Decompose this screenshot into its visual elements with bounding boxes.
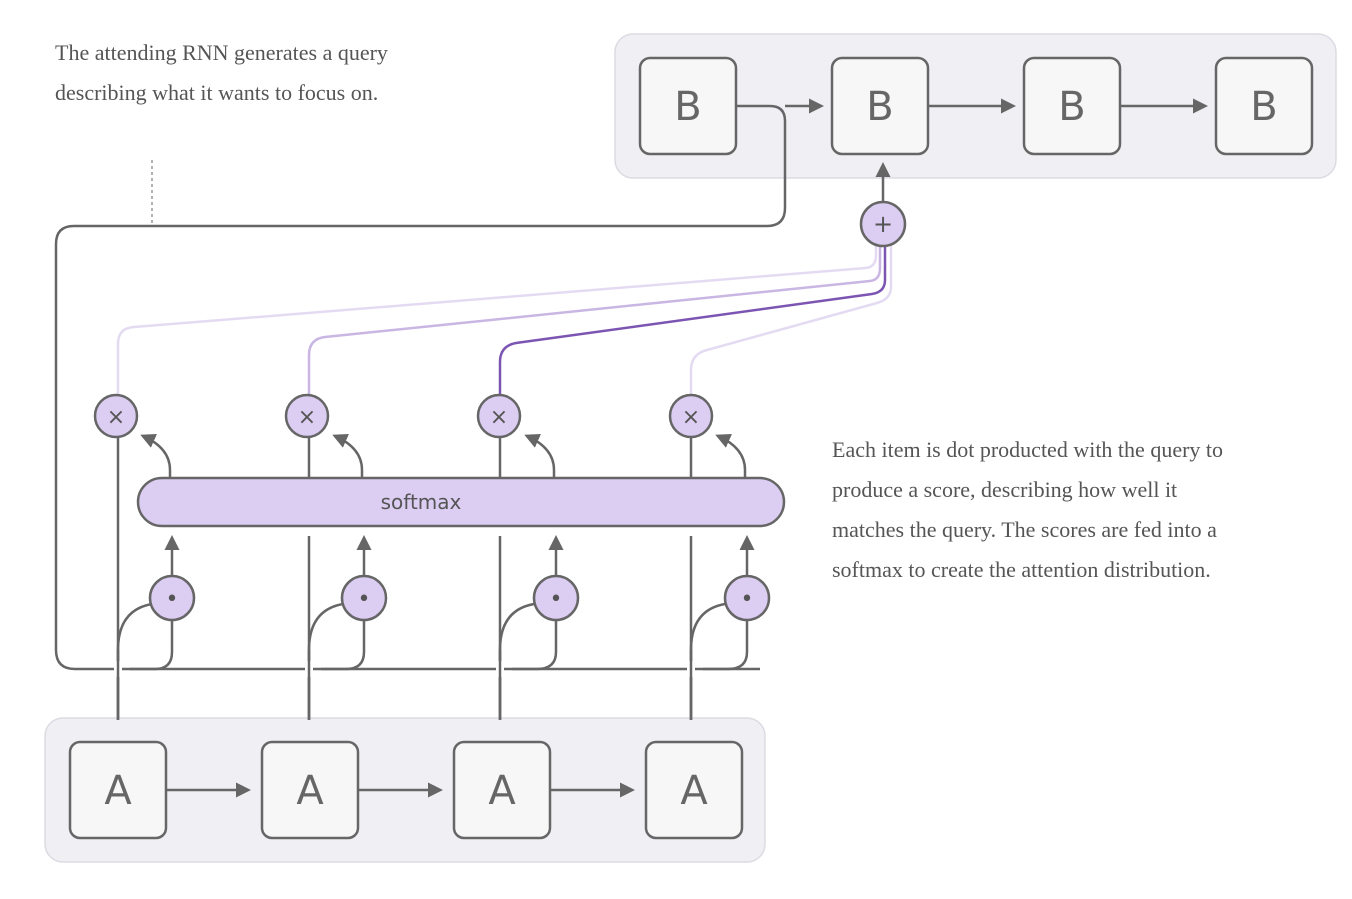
multiply-symbol-1: ×: [107, 405, 125, 430]
dot-symbol-4: •: [741, 587, 754, 612]
encoder-cell-label-4: A: [680, 768, 708, 814]
multiply-node-4: [668, 393, 714, 439]
decoder-cell-4: [1214, 56, 1314, 156]
softmax-to-multiply-arrows: [140, 434, 747, 478]
encoder-cell-label-3: A: [488, 768, 516, 814]
multiply-symbol-2: ×: [298, 405, 316, 430]
sum-node: [859, 200, 907, 248]
encoder-cell-4: [644, 740, 744, 840]
softmax-bar: [136, 476, 786, 528]
softmax-label: softmax: [381, 490, 462, 514]
dot-symbol-2: •: [358, 587, 371, 612]
dot-nodes: • • • •: [148, 574, 771, 622]
encoder-cell-3: [452, 740, 552, 840]
dot-to-softmax-arrows: [164, 535, 755, 577]
multiply-nodes: × × × ×: [93, 393, 714, 439]
score-annotation: Each item is dot producted with the quer…: [832, 437, 1224, 582]
decoder-cell-label-4: B: [1250, 84, 1277, 130]
multiply-node-1: [93, 393, 139, 439]
decoder-cell-3: [1022, 56, 1122, 156]
dot-node-4: [723, 574, 771, 622]
sum-symbol: +: [873, 210, 893, 238]
dot-node-1: [148, 574, 196, 622]
weighted-connections: [116, 244, 893, 398]
decoder-cells: B B B B: [638, 56, 1314, 156]
multiply-symbol-3: ×: [490, 405, 508, 430]
weight-line-2: [307, 244, 882, 398]
weight-line-4: [689, 244, 893, 398]
encoder-cell-2: [260, 740, 360, 840]
encoder-cell-label-2: A: [296, 768, 324, 814]
dot-symbol-3: •: [550, 587, 563, 612]
multiply-node-2: [284, 393, 330, 439]
multiply-node-3: [476, 393, 522, 439]
query-path: [54, 104, 787, 671]
query-annotation: The attending RNN generates a query desc…: [55, 40, 388, 105]
encoder-cell-1: [68, 740, 168, 840]
weight-line-3: [498, 244, 887, 398]
dot-node-3: [532, 574, 580, 622]
encoder-stems-over: [116, 650, 693, 720]
dot-node-2: [340, 574, 388, 622]
decoder-cell-label-1: B: [674, 84, 701, 130]
dot-symbol-1: •: [166, 587, 179, 612]
encoder-cell-label-1: A: [104, 768, 132, 814]
encoder-cells: A A A A: [68, 740, 744, 840]
encoder-to-dot-curves: [116, 602, 726, 720]
weight-line-1: [116, 244, 878, 398]
decoder-cell-2: [830, 56, 930, 156]
decoder-cell-label-2: B: [866, 84, 893, 130]
query-to-dot-branches: [130, 620, 749, 671]
multiply-symbol-4: ×: [682, 405, 700, 430]
decoder-cell-label-3: B: [1058, 84, 1085, 130]
decoder-cell-1: [638, 56, 738, 156]
